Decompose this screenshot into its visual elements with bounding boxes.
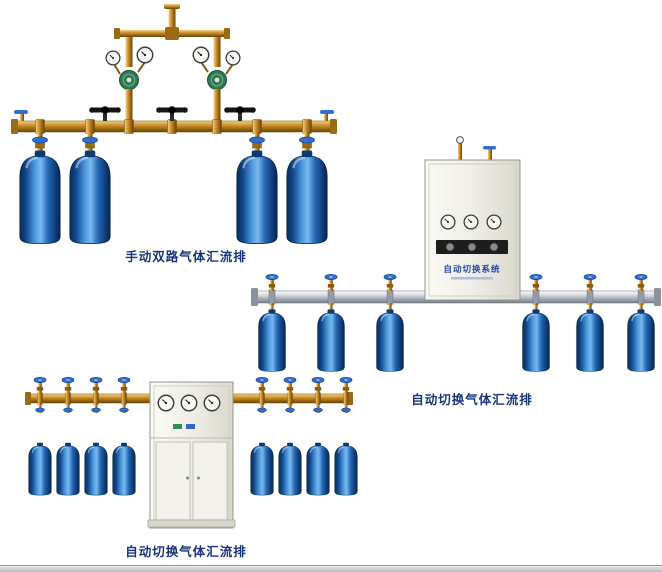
cabinet-top-pipe	[488, 148, 492, 160]
gas-cylinder	[249, 441, 275, 497]
cabinet-sub-text	[451, 277, 493, 280]
pipe-collars	[35, 119, 312, 134]
pipe-flange	[330, 119, 337, 134]
gas-cylinder	[27, 441, 53, 497]
ball-valve-handle	[483, 146, 496, 150]
cylinder-valve	[529, 273, 543, 292]
door-handle	[186, 476, 189, 480]
auto-switch-manifold-photo: 自动切换系统	[251, 136, 661, 373]
cylinder-valve	[33, 376, 47, 395]
gas-cylinder	[305, 441, 331, 497]
indicator-green	[173, 424, 182, 429]
gas-cylinder	[375, 309, 405, 373]
pipe-cap	[224, 28, 230, 39]
drop-stems	[270, 303, 643, 310]
pressure-gauge	[180, 394, 198, 412]
pipe-flange	[654, 288, 661, 306]
gas-cylinder	[257, 309, 287, 373]
door-handle	[197, 476, 200, 480]
pressure-gauge	[203, 394, 221, 412]
cylinder-valve	[383, 273, 397, 292]
inlet-flange	[164, 4, 180, 9]
auto-switch-cabinet-manifold-photo	[25, 376, 359, 529]
pressure-gauge	[225, 50, 241, 66]
gas-cylinder	[83, 441, 109, 497]
gas-cylinder	[111, 441, 137, 497]
pipe-cap	[114, 28, 120, 39]
drop-pipe	[125, 37, 133, 67]
pressure-gauge	[157, 394, 175, 412]
gas-cylinder	[235, 150, 279, 245]
pressure-gauge	[136, 46, 154, 64]
gas-cylinder	[626, 309, 656, 373]
regulator-outlet-pipe	[125, 89, 133, 122]
pressure-gauge	[463, 214, 479, 230]
pressure-gauge	[105, 50, 121, 66]
cabinet-door	[192, 441, 228, 521]
inlet-pipe	[168, 6, 176, 32]
bottle-top-valves	[35, 407, 351, 413]
cylinder-valve	[311, 376, 325, 395]
control-cabinet	[424, 159, 521, 301]
pressure-gauge	[440, 214, 456, 230]
tee-fitting	[165, 27, 179, 40]
valve-handwheel	[156, 106, 188, 121]
gas-cylinder	[316, 309, 346, 373]
pressure-regulator	[119, 70, 139, 90]
indicator-blue	[186, 424, 195, 429]
product-caption-manual-dual: 手动双路气体汇流排	[125, 249, 247, 264]
cylinder-valve	[61, 376, 75, 395]
cylinder-valve	[32, 131, 48, 153]
mini-gauge	[456, 136, 464, 144]
gas-cylinder	[55, 441, 81, 497]
cylinder-valve	[339, 376, 353, 395]
gas-cylinder	[575, 309, 605, 373]
drop-pipe	[213, 37, 221, 67]
regulator-outlet-pipe	[213, 89, 221, 122]
pressure-regulator	[207, 70, 227, 90]
cabinet-door	[155, 441, 191, 521]
cylinder-valve	[255, 376, 269, 395]
pressure-gauge	[192, 46, 210, 64]
product-caption-auto-switch-cabinet: 自动切换气体汇流排	[125, 544, 247, 559]
cylinder-valve	[583, 273, 597, 292]
cylinder-valve	[89, 376, 103, 395]
cylinder-valve	[249, 131, 265, 153]
cylinder-valve	[634, 273, 648, 292]
cylinder-valve	[82, 131, 98, 153]
pipe-flange	[251, 288, 258, 306]
page-bottom-edge	[0, 565, 662, 572]
cabinet-inner-border	[428, 163, 517, 297]
cylinder-valve	[265, 273, 279, 292]
manual-dual-manifold-photo	[11, 4, 337, 245]
gas-cylinder	[333, 441, 359, 497]
gauge-stems	[113, 61, 234, 75]
cylinder-valve	[283, 376, 297, 395]
cylinder-valve	[299, 131, 315, 153]
gas-cylinder	[18, 150, 62, 245]
gas-cylinder	[277, 441, 303, 497]
pipe-flange	[11, 119, 18, 134]
valve-handwheel	[224, 106, 256, 121]
pipe-flange	[25, 392, 31, 405]
product-caption-auto-switch: 自动切换气体汇流排	[411, 392, 533, 407]
cabinet-base	[147, 519, 236, 528]
gas-cylinder	[285, 150, 329, 245]
valve-handwheel	[89, 106, 121, 121]
cylinder-valve	[324, 273, 338, 292]
end-ball-valves	[14, 110, 334, 121]
pressure-gauge	[486, 214, 502, 230]
gas-cylinder	[68, 150, 112, 245]
gas-cylinder	[521, 309, 551, 373]
cylinder-valve	[117, 376, 131, 395]
cabinet-label: 自动切换系统	[443, 264, 500, 275]
control-knobs	[445, 242, 499, 252]
cabinet-top-pipe	[458, 143, 462, 160]
